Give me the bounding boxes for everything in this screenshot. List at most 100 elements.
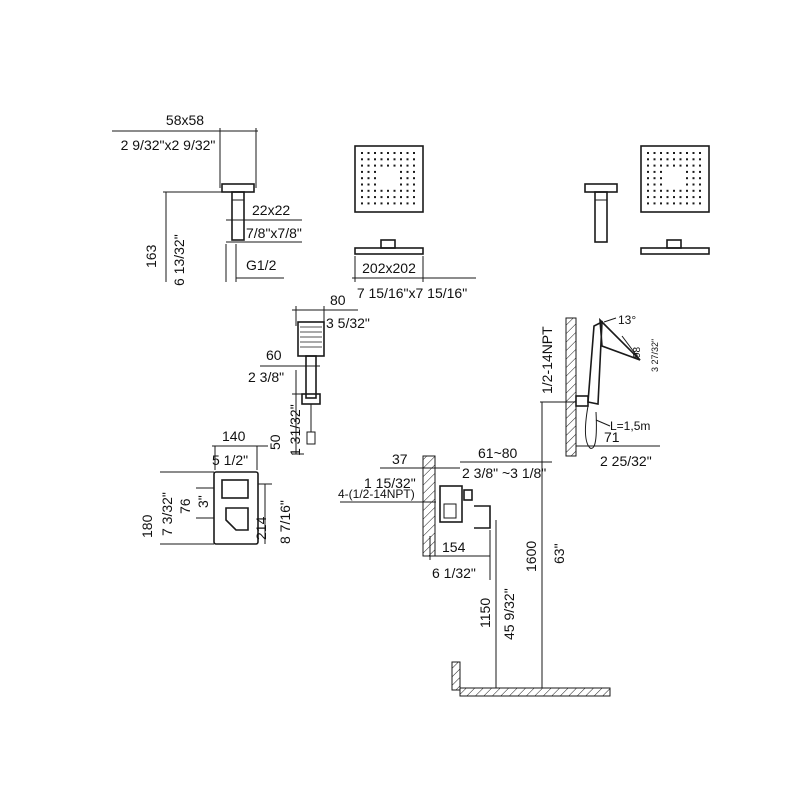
nozzle	[406, 189, 409, 192]
nozzle	[653, 202, 656, 205]
nozzle-grid	[361, 152, 415, 205]
nozzle	[367, 189, 370, 192]
nozzle	[653, 158, 656, 161]
installation-wall	[422, 455, 436, 557]
projection-label: 71	[604, 429, 620, 445]
wall-outlet	[575, 395, 589, 407]
valve-plate	[213, 471, 259, 545]
depth-range-inch-label: 2 3/8" ~3 1/8"	[462, 465, 546, 481]
nozzle	[413, 164, 415, 167]
nozzle	[666, 152, 669, 154]
nozzle	[361, 177, 363, 180]
projection-inch-label: 2 25/32"	[600, 453, 652, 469]
nozzle	[679, 189, 682, 192]
nozzle	[367, 177, 370, 180]
nozzle	[660, 189, 662, 192]
nozzle	[653, 177, 656, 180]
nozzle	[647, 158, 649, 161]
nozzle	[686, 177, 688, 180]
nozzle	[699, 196, 701, 199]
set-rain-shower-top	[640, 145, 710, 213]
nozzle	[387, 189, 389, 192]
total-height-label: 1600	[523, 541, 539, 572]
nozzle	[374, 177, 376, 180]
nozzle	[699, 152, 701, 154]
valve-handle	[474, 505, 491, 529]
nozzle	[647, 170, 649, 173]
plate-depth-label: 214	[253, 516, 269, 540]
outlet-height-inch-label: 1 31/32"	[287, 404, 303, 456]
wall-holder	[301, 393, 321, 405]
nozzle	[393, 152, 396, 154]
nozzle	[406, 183, 409, 186]
nozzle	[400, 177, 402, 180]
nozzle	[699, 177, 701, 180]
body-width-label: 154	[442, 539, 466, 555]
nozzle	[699, 202, 701, 205]
nozzle	[692, 189, 695, 192]
nozzle	[413, 196, 415, 199]
nozzle	[380, 152, 383, 154]
nozzle	[647, 196, 649, 199]
nozzle	[361, 170, 363, 173]
nozzle	[653, 164, 656, 167]
hose-kit-wall	[565, 317, 577, 457]
nozzle	[666, 196, 669, 199]
nozzle	[660, 196, 662, 199]
nozzle	[406, 177, 409, 180]
nozzle	[387, 164, 389, 167]
plate-depth-inch-label: 8 7/16"	[277, 500, 293, 544]
nozzle	[400, 170, 402, 173]
nozzle	[660, 202, 662, 205]
nozzle	[361, 196, 363, 199]
drop-inch-label: 3 27/32"	[650, 339, 660, 372]
thread-label: G1/2	[246, 257, 277, 273]
nozzle	[653, 183, 656, 186]
overhead-set-view	[584, 145, 710, 255]
valve-height-label: 1150	[477, 598, 493, 628]
arm-length-label: 163	[143, 244, 159, 268]
nozzle	[686, 183, 688, 186]
wall-offset-label: 37	[392, 451, 408, 467]
nozzle	[387, 152, 389, 154]
nozzle	[393, 202, 396, 205]
plate-height-inch-label: 7 3/32"	[159, 492, 175, 536]
nozzle	[374, 158, 376, 161]
nozzle	[406, 170, 409, 173]
nozzle	[367, 158, 370, 161]
nozzle	[686, 196, 688, 199]
nozzle	[647, 177, 649, 180]
nozzle	[374, 196, 376, 199]
nozzle	[647, 202, 649, 205]
plate-spacing-label: 76	[177, 498, 193, 514]
nozzle	[692, 183, 695, 186]
drop-label: 98	[632, 346, 643, 358]
nozzle	[666, 202, 669, 205]
nozzle	[666, 158, 669, 161]
arm-size-inch-label: 7/8"x7/8"	[246, 225, 302, 241]
nozzle	[647, 183, 649, 186]
outlet-height-label: 50	[267, 434, 283, 450]
mixer-handle	[225, 507, 249, 531]
nozzle	[374, 152, 376, 154]
nozzle	[413, 177, 415, 180]
nozzle	[406, 202, 409, 205]
nozzle	[673, 189, 675, 192]
nozzle	[374, 183, 376, 186]
nozzle	[699, 164, 701, 167]
nozzle	[686, 170, 688, 173]
head-width-inch-label: 3 5/32"	[326, 315, 370, 331]
nozzle	[367, 196, 370, 199]
nozzle	[699, 183, 701, 186]
nozzle	[660, 152, 662, 154]
valve-diverter	[463, 489, 473, 501]
rain-shower-head-top	[354, 145, 424, 213]
rain-size-label: 202x202	[362, 260, 416, 276]
nozzle	[692, 152, 695, 154]
nozzle	[692, 158, 695, 161]
holder-width-inch-label: 2 3/8"	[248, 369, 284, 385]
head-width-label: 80	[330, 292, 346, 308]
rain-size-inch-label: 7 15/16"x7 15/16"	[357, 285, 467, 301]
rain-shower-head-side	[354, 247, 424, 255]
